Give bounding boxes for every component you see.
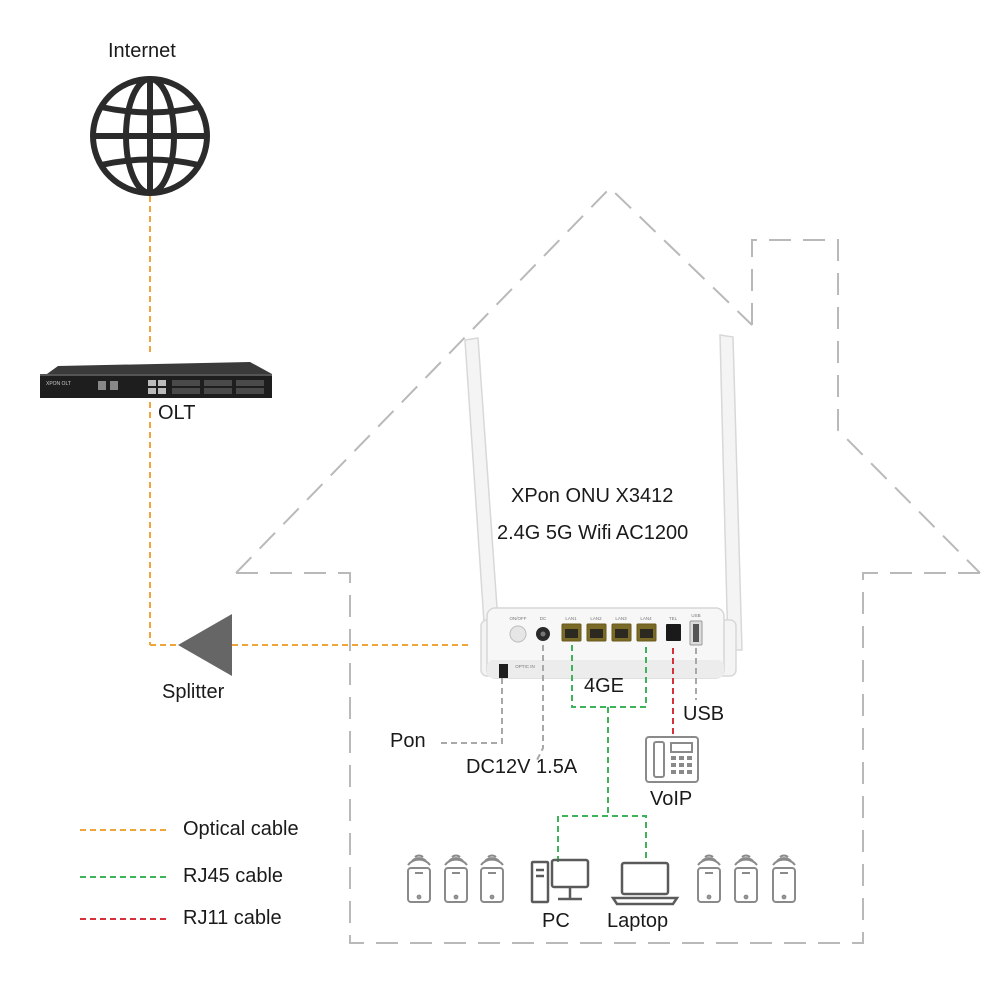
legend-rj45-label: RJ45 cable — [183, 865, 284, 887]
rj45-cable — [557, 645, 647, 862]
svg-text:LAN2: LAN2 — [590, 616, 602, 621]
svg-text:TEL: TEL — [669, 616, 678, 621]
globe-icon — [90, 76, 210, 196]
onu-title-line1: XPon ONU X3412 — [511, 485, 674, 507]
svg-text:XPON OLT: XPON OLT — [46, 381, 71, 387]
ge-label: 4GE — [584, 675, 625, 697]
laptop-label: Laptop — [607, 910, 669, 932]
svg-text:USB: USB — [691, 613, 700, 618]
pon-label: Pon — [390, 730, 426, 752]
voip-label: VoIP — [650, 788, 693, 810]
internet-label: Internet — [108, 40, 176, 62]
onu-title-line2: 2.4G 5G Wifi AC1200 — [497, 522, 689, 544]
aux-lines — [438, 645, 697, 761]
olt-label: OLT — [158, 402, 196, 424]
power-label: DC12V 1.5A — [466, 756, 578, 778]
legend-optical-label: Optical cable — [183, 818, 299, 840]
svg-text:LAN1: LAN1 — [565, 616, 577, 621]
splitter-icon — [178, 614, 232, 676]
onu-router: ON/OFF DC LAN1 LAN2 LAN3 LAN4 TEL USB OP… — [486, 607, 725, 679]
svg-text:LAN4: LAN4 — [640, 616, 652, 621]
splitter-label: Splitter — [162, 681, 225, 703]
phones-left — [407, 854, 504, 903]
svg-text:DC: DC — [540, 616, 547, 621]
optical-cable — [149, 196, 470, 646]
pc-label: PC — [542, 910, 570, 932]
usb-label: USB — [683, 703, 725, 725]
olt-device: XPON OLT — [40, 362, 272, 398]
pc-icon — [530, 858, 590, 904]
legend-rj11-label: RJ11 cable — [183, 907, 282, 929]
svg-text:ON/OFF: ON/OFF — [510, 616, 527, 621]
svg-text:OPTIC IN: OPTIC IN — [515, 664, 535, 669]
house-outline — [235, 186, 981, 944]
phones-right — [697, 854, 796, 903]
svg-text:LAN3: LAN3 — [615, 616, 627, 621]
legend-swatches — [80, 829, 168, 920]
phone-icon — [645, 736, 699, 783]
laptop-icon — [610, 861, 680, 906]
